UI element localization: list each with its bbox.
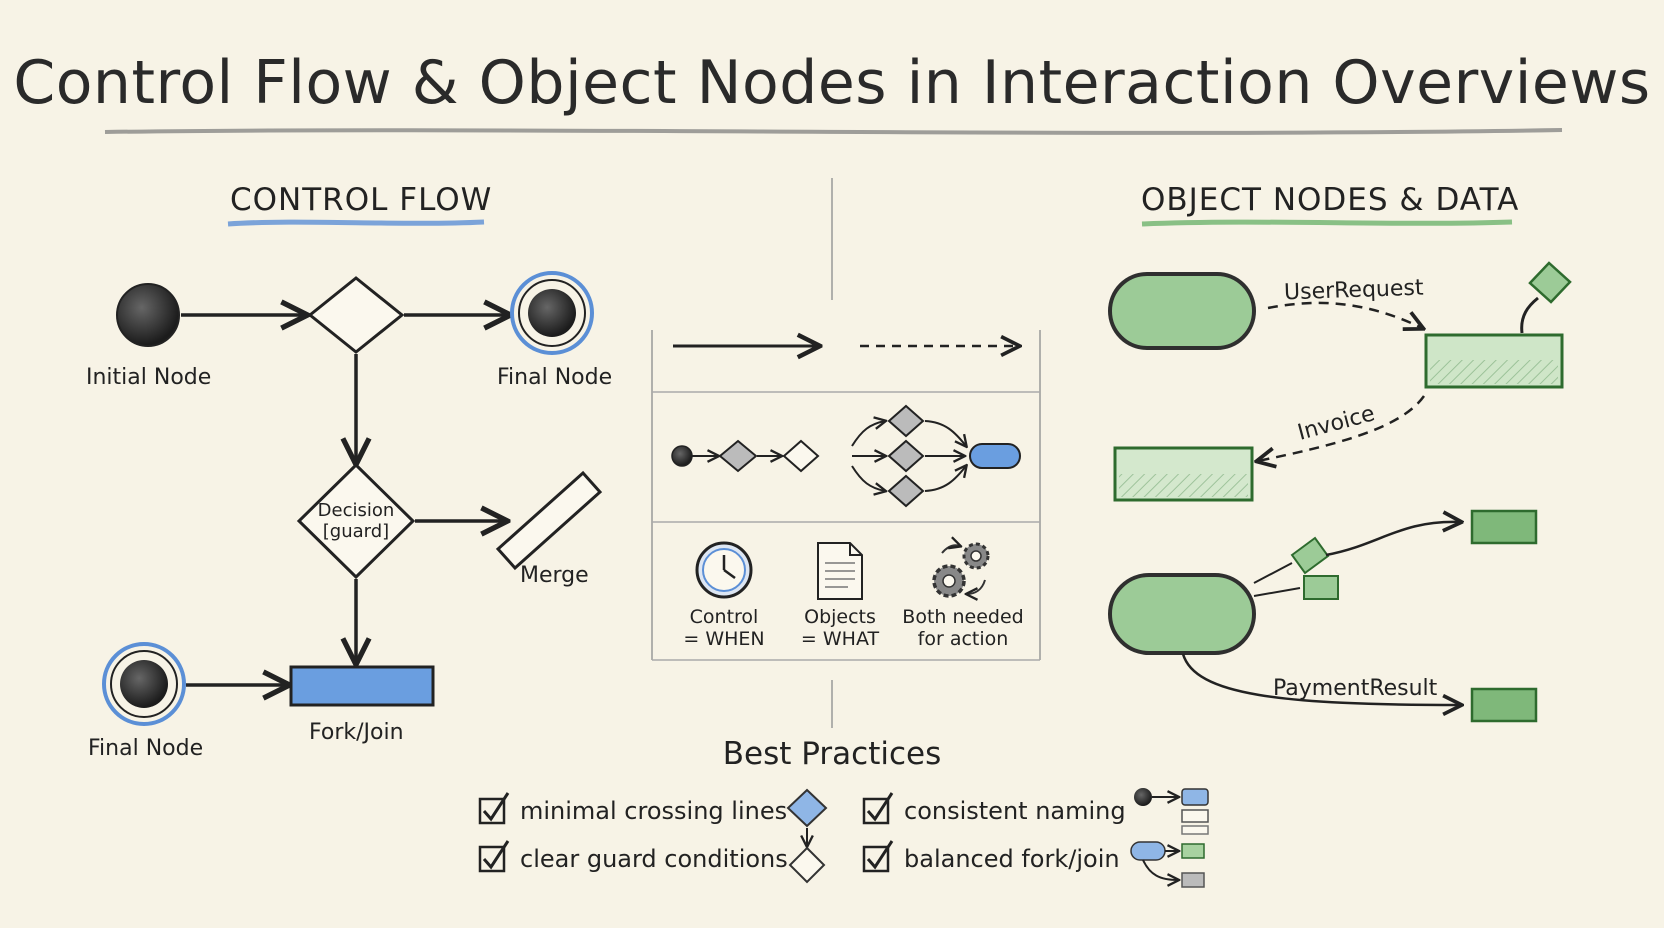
- checkbox-icon: [478, 792, 510, 825]
- decision-label: Decision [guard]: [311, 500, 401, 542]
- clock-icon: [695, 541, 753, 599]
- legend-both-line2: for action: [917, 628, 1009, 650]
- pin-shape: [1528, 261, 1572, 304]
- best-practice-item: consistent naming: [904, 797, 1126, 825]
- initial-node-shape: [116, 283, 180, 347]
- object-action-bottom: [1108, 573, 1256, 655]
- best-practice-item: balanced fork/join: [904, 845, 1120, 873]
- guard-diamonds-icon: [786, 788, 828, 884]
- legend-control-line2: = WHEN: [683, 628, 765, 650]
- fork-join-label: Fork/Join: [309, 720, 404, 745]
- fork-mini-icon: [1130, 841, 1205, 888]
- best-practice-item: clear guard conditions: [520, 845, 788, 873]
- merge-shape: [495, 470, 603, 571]
- user-request-label: UserRequest: [1283, 275, 1424, 306]
- control-flow-underline: [227, 219, 485, 227]
- legend-mini-sequence: [671, 439, 820, 473]
- final-node-bottom-label: Final Node: [88, 736, 204, 761]
- document-icon: [817, 542, 863, 600]
- final-node-top-label: Final Node: [497, 365, 613, 390]
- checkbox-icon: [862, 840, 894, 873]
- pin-out-2: [1303, 575, 1339, 600]
- best-practices-title: Best Practices: [722, 736, 942, 772]
- legend-control-line1: Control: [689, 606, 759, 628]
- decision-shape: [296, 462, 416, 580]
- page-title: Control Flow & Object Nodes in Interacti…: [13, 48, 1651, 118]
- final-node-bottom-ring: [102, 642, 186, 726]
- title-underline: [104, 128, 1563, 135]
- legend-objects-line2: = WHAT: [800, 628, 880, 650]
- decision-label-line2: [guard]: [322, 521, 390, 542]
- object-action-top: [1108, 272, 1256, 350]
- checkbox-icon: [862, 792, 894, 825]
- pin-out-1: [1290, 536, 1330, 575]
- legend-objects-line1: Objects: [804, 606, 876, 628]
- legend-control-label: Control = WHEN: [664, 606, 784, 650]
- top-decision-shape: [307, 276, 405, 354]
- naming-mini-icon: [1134, 788, 1209, 835]
- legend-objects-label: Objects = WHAT: [780, 606, 900, 650]
- final-node-bottom-dot: [120, 660, 168, 708]
- object-nodes-underline: [1141, 219, 1513, 227]
- final-node-top-dot: [528, 289, 576, 337]
- control-flow-heading: CONTROL FLOW: [230, 182, 493, 218]
- fork-join-shape: [289, 665, 435, 707]
- decision-label-line1: Decision: [317, 500, 395, 521]
- initial-node-label: Initial Node: [86, 365, 212, 390]
- object-nodes-heading: OBJECT NODES & DATA: [1141, 182, 1520, 218]
- legend-both-line1: Both needed: [902, 606, 1024, 628]
- object-node-output-2: [1470, 687, 1538, 723]
- legend-mini-fork: [851, 404, 1021, 508]
- gears-icon: [932, 544, 990, 596]
- payment-result-label: PaymentResult: [1273, 676, 1438, 701]
- legend-both-label: Both needed for action: [893, 606, 1033, 650]
- best-practice-item: minimal crossing lines: [520, 797, 788, 825]
- checkbox-icon: [478, 840, 510, 873]
- object-node-output-1: [1470, 509, 1538, 545]
- merge-label: Merge: [520, 563, 589, 588]
- final-node-top-ring: [510, 271, 594, 355]
